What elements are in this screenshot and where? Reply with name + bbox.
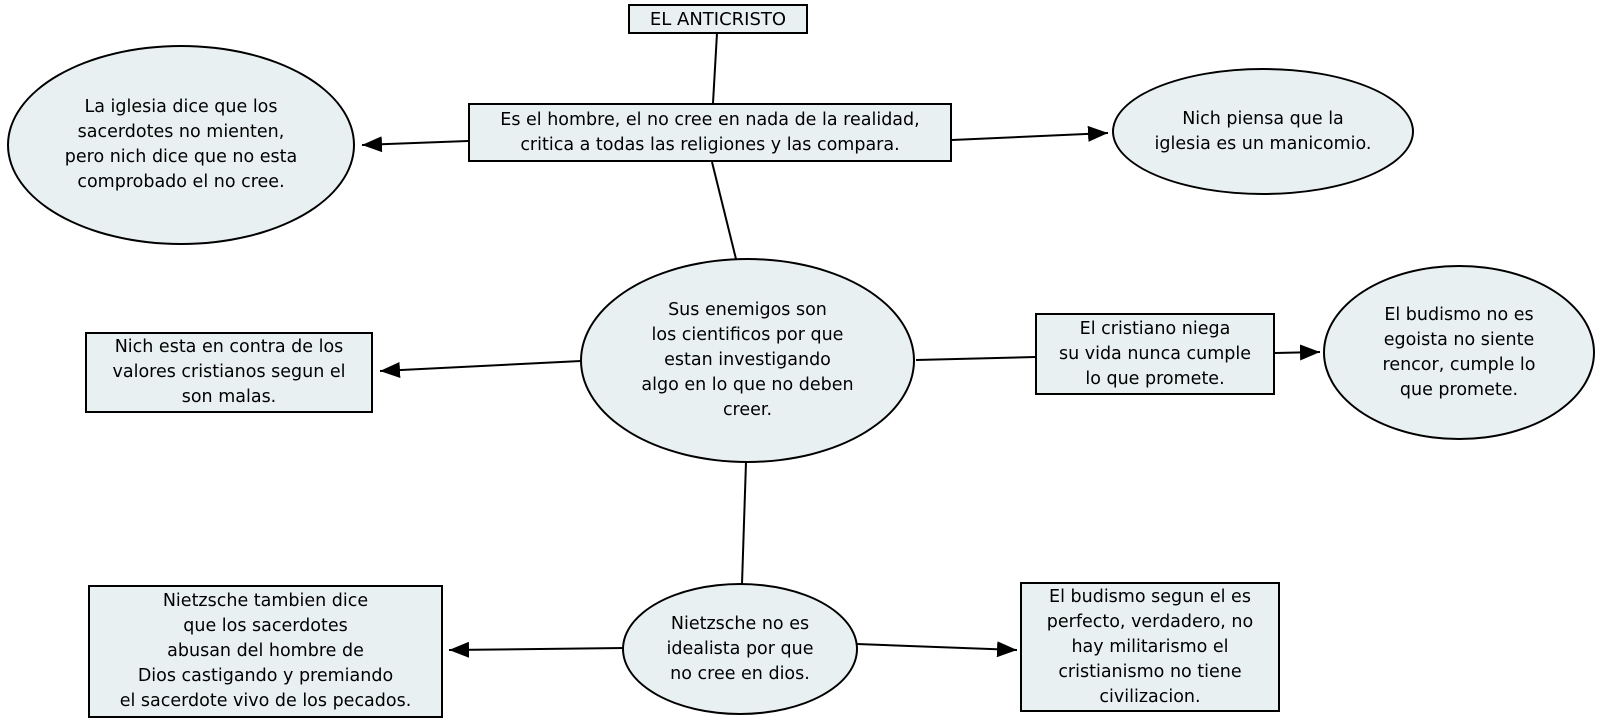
node-cristiano: El cristiano niega su vida nunca cumple … (1035, 313, 1275, 395)
node-nietzsche-sacerdotes: Nietzsche tambien dice que los sacerdote… (88, 585, 443, 718)
node-manicomio: Nich piensa que la iglesia es un manicom… (1112, 68, 1414, 195)
node-hombre: Es el hombre, el no cree en nada de la r… (468, 103, 952, 162)
connector-enemigos-valores (379, 360, 582, 378)
connector-idealista-nietzsche-sacerdotes (448, 641, 625, 658)
node-iglesia-sacerdotes: La iglesia dice que los sacerdotes no mi… (7, 45, 355, 245)
connector-enemigos-cristiano (915, 356, 1036, 361)
node-budismo-egoista: El budismo no es egoista no siente renco… (1323, 265, 1595, 440)
node-budismo-perfecto: El budismo segun el es perfecto, verdade… (1020, 582, 1280, 712)
connector-enemigos-idealista (741, 461, 747, 585)
connector-cristiano-budismo-egoista (1274, 344, 1321, 361)
node-valores: Nich esta en contra de los valores crist… (85, 332, 373, 413)
connector-hombre-manicomio (951, 125, 1109, 142)
node-idealista: Nietzsche no es idealista por que no cre… (622, 583, 858, 715)
connector-idealista-budismo-perfecto (856, 641, 1018, 658)
connector-hombre-enemigos (711, 161, 737, 260)
node-anticristo: EL ANTICRISTO (628, 4, 808, 34)
connector-anticristo-hombre (712, 32, 718, 104)
connector-hombre-iglesia (361, 136, 469, 153)
node-enemigos: Sus enemigos son los cientificos por que… (580, 258, 915, 463)
